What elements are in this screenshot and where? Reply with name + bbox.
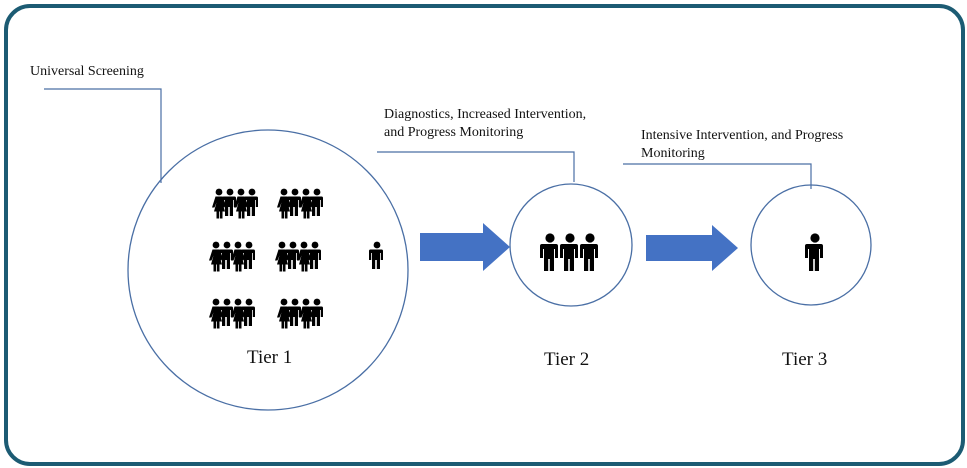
tier2-title: Tier 2 [544,349,590,370]
tier3-leader-line [623,163,812,189]
tier3-label-line2: Monitoring [641,146,705,161]
right-arrow-icon [420,223,510,271]
tier2-label-line1: Diagnostics, Increased Intervention, [384,107,587,122]
tier2-circle [509,183,633,307]
universal-screening-label: Universal Screening [30,64,144,79]
tier1-circle [127,129,409,411]
person-icon [805,233,823,271]
tier3-circle [750,184,872,306]
people-group-icon [212,189,258,219]
people-group-icon [277,299,323,329]
universal-screening-leader-line [44,88,162,183]
people-group-icon [540,233,598,271]
tier2-leader-line [377,151,575,182]
people-group-icon [275,242,321,272]
person-icon [369,241,383,269]
people-group-icon [209,299,255,329]
people-group-icon [209,242,255,272]
tier1-title: Tier 1 [247,347,293,368]
people-group-icon [277,189,323,219]
tier2-label-line2: and Progress Monitoring [384,125,524,140]
right-arrow-icon [646,225,738,271]
diagram-frame [4,4,965,466]
tier3-label-line1: Intensive Intervention, and Progress [641,128,844,143]
tier3-title: Tier 3 [782,349,828,370]
